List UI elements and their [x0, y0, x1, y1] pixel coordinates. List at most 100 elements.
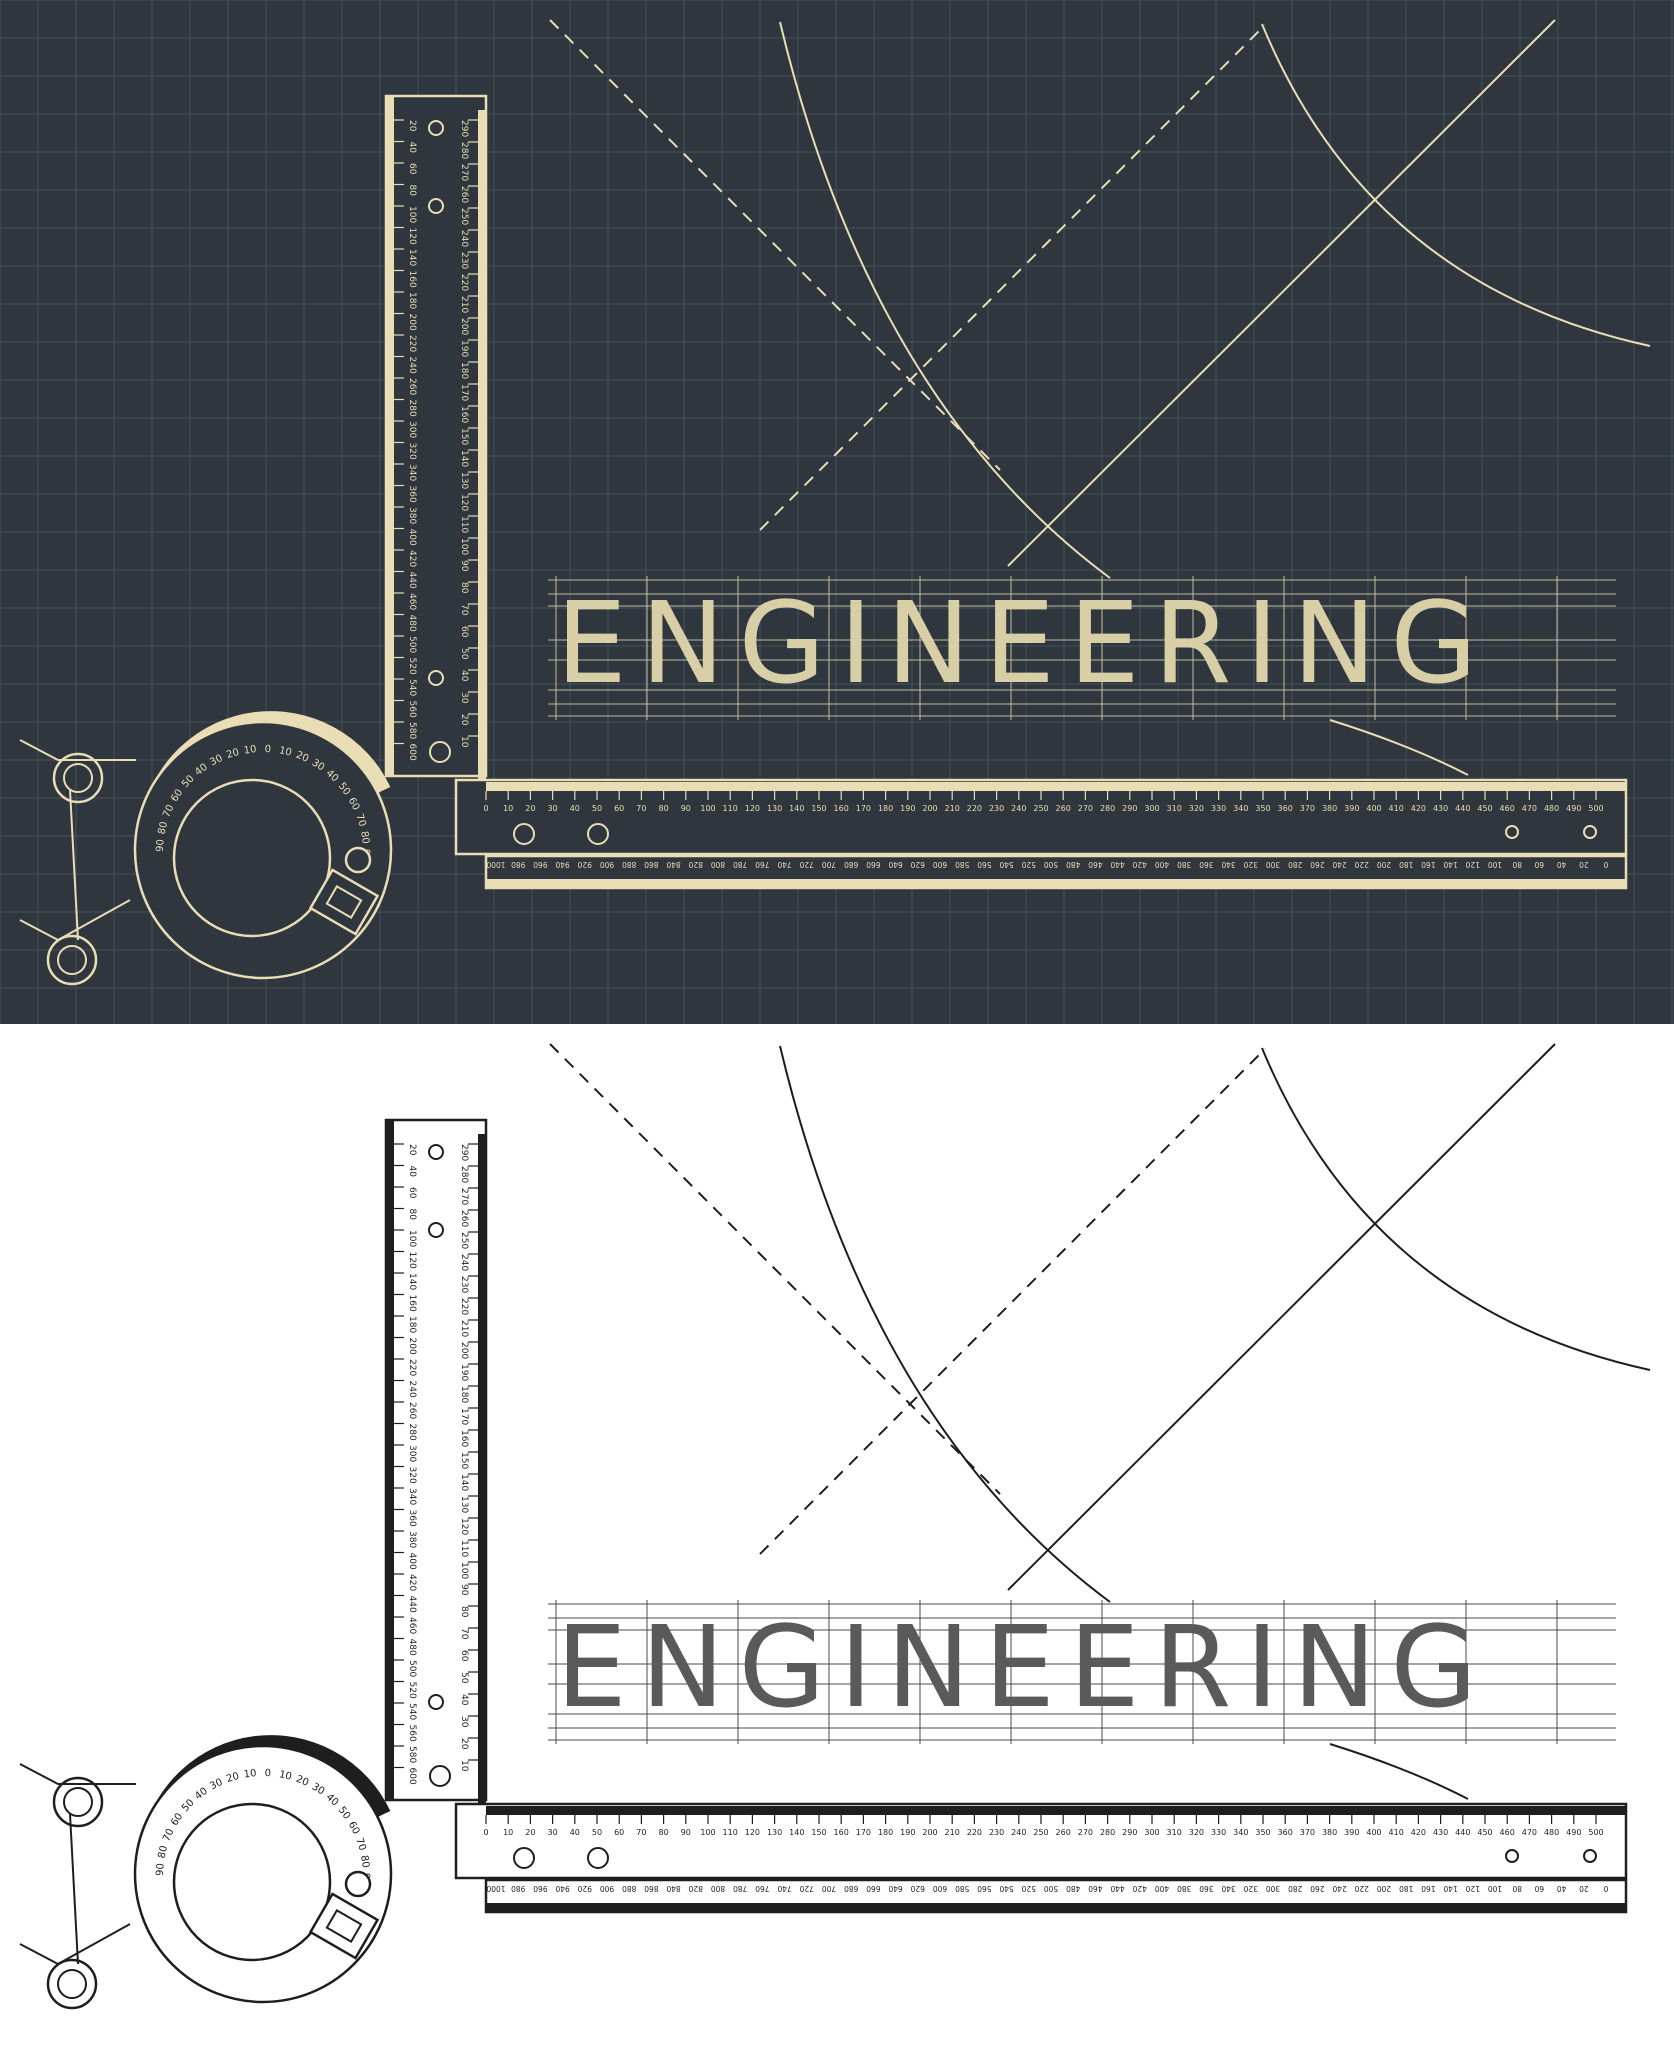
ruler-tick-label: 560	[407, 701, 417, 718]
ruler-tick-label: 260	[459, 1210, 469, 1227]
ruler-tick-label: 470	[1522, 804, 1537, 813]
ruler-tick-label: 360	[1278, 804, 1293, 813]
vertical-ruler-body	[384, 1118, 488, 1802]
ruler-tick-label: 10	[459, 1760, 469, 1772]
protractor-tick-label: 80	[358, 1854, 371, 1868]
protractor-tick-label: 20	[294, 750, 310, 765]
ruler-tick-label: 20	[1579, 860, 1589, 869]
protractor-tick-label: 10	[278, 1769, 293, 1783]
ruler-tick-label: 240	[1011, 804, 1026, 813]
ruler-tick-label: 420	[407, 1574, 417, 1591]
light-drawing: 2040608010012014016018020022024026028030…	[19, 1043, 1651, 2010]
ruler-tick-label: 200	[1377, 1884, 1392, 1893]
ruler-tick-label: 490	[1566, 1828, 1581, 1837]
ruler-tick-label: 20	[459, 714, 469, 726]
ruler-tick-label: 100	[700, 804, 715, 813]
ruler-tick-label: 90	[681, 804, 691, 813]
arm-line	[69, 789, 79, 941]
ruler-tick-label: 980	[511, 1884, 526, 1893]
ruler-tick-label: 290	[1122, 1828, 1137, 1837]
ruler-hole-icon	[428, 1144, 444, 1160]
protractor-tick-label: 0	[264, 1768, 271, 1779]
ruler-tick-label: 220	[407, 1359, 417, 1376]
dashed-diagonal-line	[549, 1043, 1001, 1495]
ruler-tick-label: 960	[533, 1884, 548, 1893]
ruler-tick-label: 170	[459, 1408, 469, 1425]
ruler-tick-label: 70	[459, 1628, 469, 1640]
ruler-tick-label: 760	[755, 1884, 770, 1893]
ruler-tick-label: 250	[1033, 1828, 1048, 1837]
ruler-hole-icon	[428, 1222, 444, 1238]
ruler-tick-label: 230	[459, 252, 469, 269]
ruler-tick-label: 110	[459, 1540, 469, 1557]
ruler-tick-label: 60	[407, 1187, 417, 1199]
ruler-tick-label: 430	[1433, 1828, 1448, 1837]
ruler-tick-label: 150	[459, 1452, 469, 1469]
ruler-tick-label: 160	[459, 406, 469, 423]
ruler-tick-label: 100	[459, 1562, 469, 1579]
vertical-ruler-edge	[386, 96, 394, 776]
ruler-tick-label: 660	[866, 1884, 881, 1893]
ruler-tick-label: 240	[1332, 1884, 1347, 1893]
ruler-tick-label: 800	[711, 860, 726, 869]
ruler-tick-label: 30	[459, 692, 469, 704]
ruler-tick-label: 480	[1544, 804, 1559, 813]
ruler-tick-label: 920	[577, 1884, 592, 1893]
ruler-tick-label: 300	[1144, 1828, 1159, 1837]
ruler-tick-label: 420	[1411, 804, 1426, 813]
ruler-tick-label: 220	[967, 1828, 982, 1837]
ruler-tick-label: 180	[459, 1386, 469, 1403]
ruler-tick-label: 330	[1211, 804, 1226, 813]
ruler-tick-label: 350	[1255, 804, 1270, 813]
ruler-tick-label: 40	[407, 142, 417, 154]
ruler-tick-label: 540	[407, 1703, 417, 1720]
ruler-tick-label: 280	[1288, 1884, 1303, 1893]
ruler-tick-label: 320	[1189, 1828, 1204, 1837]
diagonal-line	[1007, 19, 1556, 567]
ruler-tick-label: 380	[407, 507, 417, 524]
ruler-tick-label: 200	[407, 314, 417, 331]
ruler-tick-label: 480	[1066, 1884, 1081, 1893]
ruler-tick-label: 900	[600, 860, 615, 869]
ruler-tick-label: 120	[459, 494, 469, 511]
ruler-tick-label: 480	[1066, 860, 1081, 869]
ruler-tick-label: 860	[644, 860, 659, 869]
ruler-tick-label: 320	[407, 1467, 417, 1484]
ruler-tick-label: 460	[407, 1617, 417, 1634]
ruler-tick-label: 600	[407, 1768, 417, 1785]
ruler-tick-label: 580	[407, 722, 417, 739]
ruler-tick-label: 460	[1088, 860, 1103, 869]
protractor-tick-label: 90	[155, 1863, 167, 1876]
ruler-hole-icon	[428, 198, 444, 214]
protractor-tick-label: 70	[353, 813, 367, 829]
screw-icon	[429, 1765, 451, 1787]
ruler-tick-label: 400	[407, 1553, 417, 1570]
ruler-tick-label: 540	[999, 1884, 1014, 1893]
ruler-tick-label: 680	[844, 1884, 859, 1893]
ruler-tick-label: 330	[1211, 1828, 1226, 1837]
ruler-tick-label: 110	[723, 1828, 738, 1837]
ruler-tick-label: 780	[733, 1884, 748, 1893]
ruler-tick-label: 200	[459, 1342, 469, 1359]
lower-ruler-edge	[486, 1903, 1626, 1912]
ruler-tick-label: 720	[799, 1884, 814, 1893]
ruler-tick-label: 410	[1389, 1828, 1404, 1837]
ruler-tick-label: 400	[1366, 1828, 1381, 1837]
ruler-tick-label: 420	[1411, 1828, 1426, 1837]
horizontal-ruler-edge	[486, 1806, 1626, 1815]
ruler-tick-label: 120	[407, 228, 417, 245]
protractor-tick-label: 60	[346, 1820, 362, 1836]
ruler-tick-label: 440	[1110, 1884, 1125, 1893]
ruler-tick-label: 150	[811, 1828, 826, 1837]
ruler-tick-label: 30	[459, 1716, 469, 1728]
vertical-ruler-body	[384, 94, 488, 778]
protractor-tick-label: 90	[155, 839, 167, 852]
ruler-tick-label: 20	[407, 1144, 417, 1156]
ruler-tick-label: 300	[407, 1445, 417, 1462]
ruler-tick-label: 90	[459, 1584, 469, 1596]
ruler-tick-label: 450	[1477, 1828, 1492, 1837]
ruler-tick-label: 30	[548, 1828, 558, 1837]
ruler-tick-label: 40	[459, 670, 469, 682]
ruler-tick-label: 250	[459, 208, 469, 225]
